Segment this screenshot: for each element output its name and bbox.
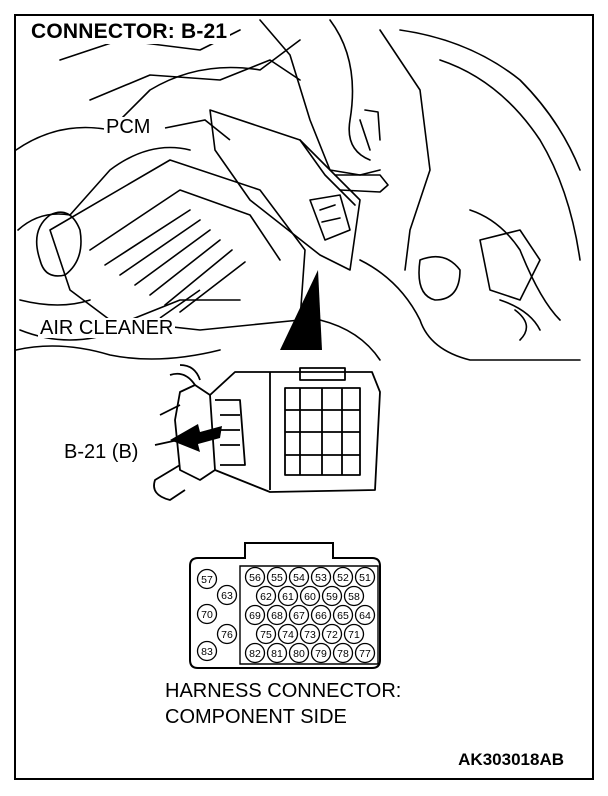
pin-number: 57 bbox=[201, 574, 213, 586]
pin-77: 77 bbox=[354, 642, 376, 664]
pin-61: 61 bbox=[277, 585, 299, 607]
pin-number: 80 bbox=[293, 648, 305, 660]
connector-ref-label: B-21 (B) bbox=[62, 441, 141, 463]
pin-59: 59 bbox=[321, 585, 343, 607]
pin-number: 83 bbox=[201, 646, 213, 658]
pin-53: 53 bbox=[310, 566, 332, 588]
pin-70: 70 bbox=[196, 603, 218, 625]
arrow-icon bbox=[170, 424, 222, 452]
pin-number: 79 bbox=[315, 648, 327, 660]
pin-65: 65 bbox=[332, 604, 354, 626]
pin-57: 57 bbox=[196, 568, 218, 590]
pin-number: 61 bbox=[282, 591, 294, 603]
pin-number: 56 bbox=[249, 572, 261, 584]
pin-number: 58 bbox=[348, 591, 360, 603]
pin-83: 83 bbox=[196, 640, 218, 662]
pin-number: 54 bbox=[293, 572, 305, 584]
connector-face bbox=[189, 542, 381, 669]
pin-number: 65 bbox=[337, 610, 349, 622]
pin-number: 53 bbox=[315, 572, 327, 584]
pin-number: 68 bbox=[271, 610, 283, 622]
pin-74: 74 bbox=[277, 623, 299, 645]
pin-66: 66 bbox=[310, 604, 332, 626]
pin-number: 75 bbox=[260, 629, 272, 641]
pin-82: 82 bbox=[244, 642, 266, 664]
pin-60: 60 bbox=[299, 585, 321, 607]
pin-number: 60 bbox=[304, 591, 316, 603]
pin-72: 72 bbox=[321, 623, 343, 645]
pin-number: 69 bbox=[249, 610, 261, 622]
pin-number: 64 bbox=[359, 610, 371, 622]
pin-81: 81 bbox=[266, 642, 288, 664]
pin-62: 62 bbox=[255, 585, 277, 607]
pin-number: 77 bbox=[359, 648, 371, 660]
pin-number: 59 bbox=[326, 591, 338, 603]
pin-79: 79 bbox=[310, 642, 332, 664]
pointer-wedge bbox=[280, 270, 322, 350]
caption-line2: COMPONENT SIDE bbox=[165, 706, 347, 728]
pin-64: 64 bbox=[354, 604, 376, 626]
pin-67: 67 bbox=[288, 604, 310, 626]
pin-number: 70 bbox=[201, 609, 213, 621]
pin-number: 72 bbox=[326, 629, 338, 641]
pin-73: 73 bbox=[299, 623, 321, 645]
pin-number: 76 bbox=[221, 629, 233, 641]
pin-number: 63 bbox=[221, 590, 233, 602]
pin-80: 80 bbox=[288, 642, 310, 664]
pin-54: 54 bbox=[288, 566, 310, 588]
figure-code: AK303018AB bbox=[458, 750, 564, 769]
pcm-label: PCM bbox=[104, 116, 153, 138]
pin-69: 69 bbox=[244, 604, 266, 626]
pin-56: 56 bbox=[244, 566, 266, 588]
pin-58: 58 bbox=[343, 585, 365, 607]
pin-76: 76 bbox=[216, 623, 238, 645]
pin-number: 51 bbox=[359, 572, 371, 584]
pcm-enlarged-view bbox=[153, 364, 381, 501]
pin-number: 66 bbox=[315, 610, 327, 622]
pin-number: 62 bbox=[260, 591, 272, 603]
pin-52: 52 bbox=[332, 566, 354, 588]
pin-number: 73 bbox=[304, 629, 316, 641]
pin-number: 82 bbox=[249, 648, 261, 660]
pin-63: 63 bbox=[216, 584, 238, 606]
caption-line1: HARNESS CONNECTOR: bbox=[165, 680, 402, 702]
pin-number: 55 bbox=[271, 572, 283, 584]
pin-68: 68 bbox=[266, 604, 288, 626]
pin-71: 71 bbox=[343, 623, 365, 645]
pin-51: 51 bbox=[354, 566, 376, 588]
page-title: CONNECTOR: B-21 bbox=[28, 20, 231, 44]
pin-number: 74 bbox=[282, 629, 294, 641]
pin-number: 67 bbox=[293, 610, 305, 622]
pin-55: 55 bbox=[266, 566, 288, 588]
pin-75: 75 bbox=[255, 623, 277, 645]
pin-number: 78 bbox=[337, 648, 349, 660]
pin-78: 78 bbox=[332, 642, 354, 664]
caption: HARNESS CONNECTOR: COMPONENT SIDE bbox=[165, 678, 401, 730]
pin-number: 52 bbox=[337, 572, 349, 584]
pin-number: 71 bbox=[348, 629, 360, 641]
air-cleaner-label: AIR CLEANER bbox=[38, 317, 176, 339]
pin-number: 81 bbox=[271, 648, 283, 660]
